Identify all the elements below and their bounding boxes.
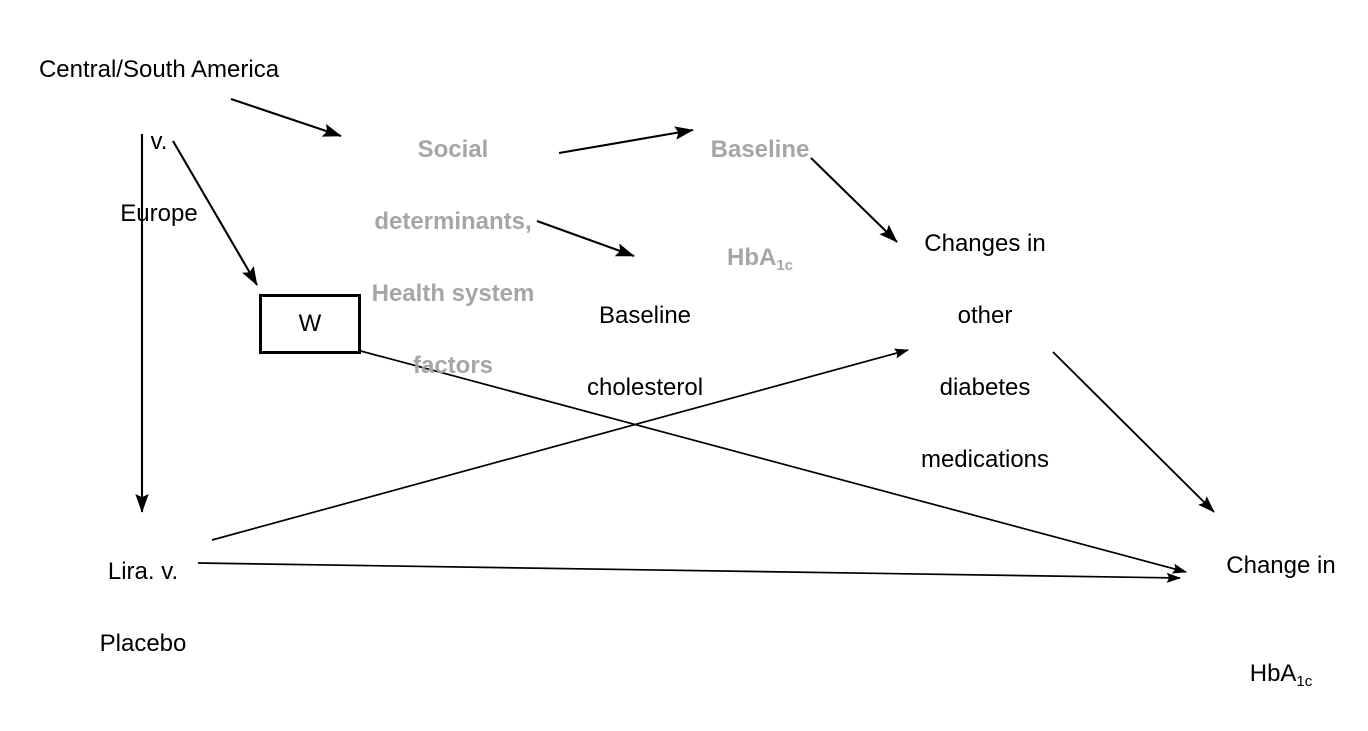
node-social-determinants-line-3: Health system	[371, 280, 535, 307]
node-baseline-cholesterol-line-1: Baseline	[598, 302, 692, 329]
node-w-box[interactable]: W	[259, 294, 361, 354]
node-other-diabetes-meds[interactable]: Changes in other diabetes medications	[890, 190, 1080, 514]
node-baseline-hba1c-subscript: 1c	[776, 257, 793, 274]
node-baseline-cholesterol[interactable]: Baseline cholesterol	[540, 262, 750, 442]
node-other-diabetes-meds-line-4: medications	[920, 446, 1050, 473]
node-baseline-hba1c-base: HbA	[726, 244, 777, 271]
node-baseline-cholesterol-line-2: cholesterol	[586, 374, 704, 401]
node-exposure-region-line-1: Central/South America	[38, 56, 280, 83]
edge-treatment-to-outcome	[197, 562, 1182, 583]
node-outcome-change-hba1c-line-1: Change in	[1226, 552, 1336, 579]
node-exposure-region[interactable]: Central/South America v. Europe	[12, 16, 306, 268]
node-other-diabetes-meds-line-2: other	[957, 302, 1013, 329]
node-baseline-hba1c[interactable]: Baseline HbA1c	[690, 96, 830, 315]
node-social-determinants-line-4: factors	[412, 352, 494, 379]
edge-social-to-baseline-hba1c	[558, 126, 694, 155]
node-outcome-change-hba1c[interactable]: Change in HbA1c	[1206, 512, 1356, 731]
diagram-canvas: Central/South America v. Europe Social d…	[12, 16, 1336, 690]
node-social-determinants-line-2: determinants,	[374, 208, 532, 235]
node-exposure-region-line-3: Europe	[120, 200, 198, 227]
node-social-determinants[interactable]: Social determinants, Health system facto…	[352, 96, 554, 420]
node-baseline-hba1c-line-1: Baseline	[710, 136, 810, 163]
node-outcome-change-hba1c-subscript: 1c	[1296, 673, 1313, 690]
node-treatment[interactable]: Lira. v. Placebo	[72, 518, 214, 698]
node-exposure-region-line-2: v.	[150, 128, 168, 155]
node-treatment-line-1: Lira. v.	[107, 558, 179, 585]
node-outcome-change-hba1c-line-2: HbA1c	[1206, 620, 1356, 695]
node-outcome-change-hba1c-base: HbA	[1249, 660, 1297, 687]
node-baseline-hba1c-line-2: HbA1c	[690, 204, 830, 279]
node-other-diabetes-meds-line-1: Changes in	[924, 230, 1046, 257]
node-social-determinants-line-1: Social	[417, 136, 489, 163]
node-other-diabetes-meds-line-3: diabetes	[939, 374, 1031, 401]
node-w-box-label: W	[298, 310, 322, 337]
node-treatment-line-2: Placebo	[99, 630, 187, 657]
